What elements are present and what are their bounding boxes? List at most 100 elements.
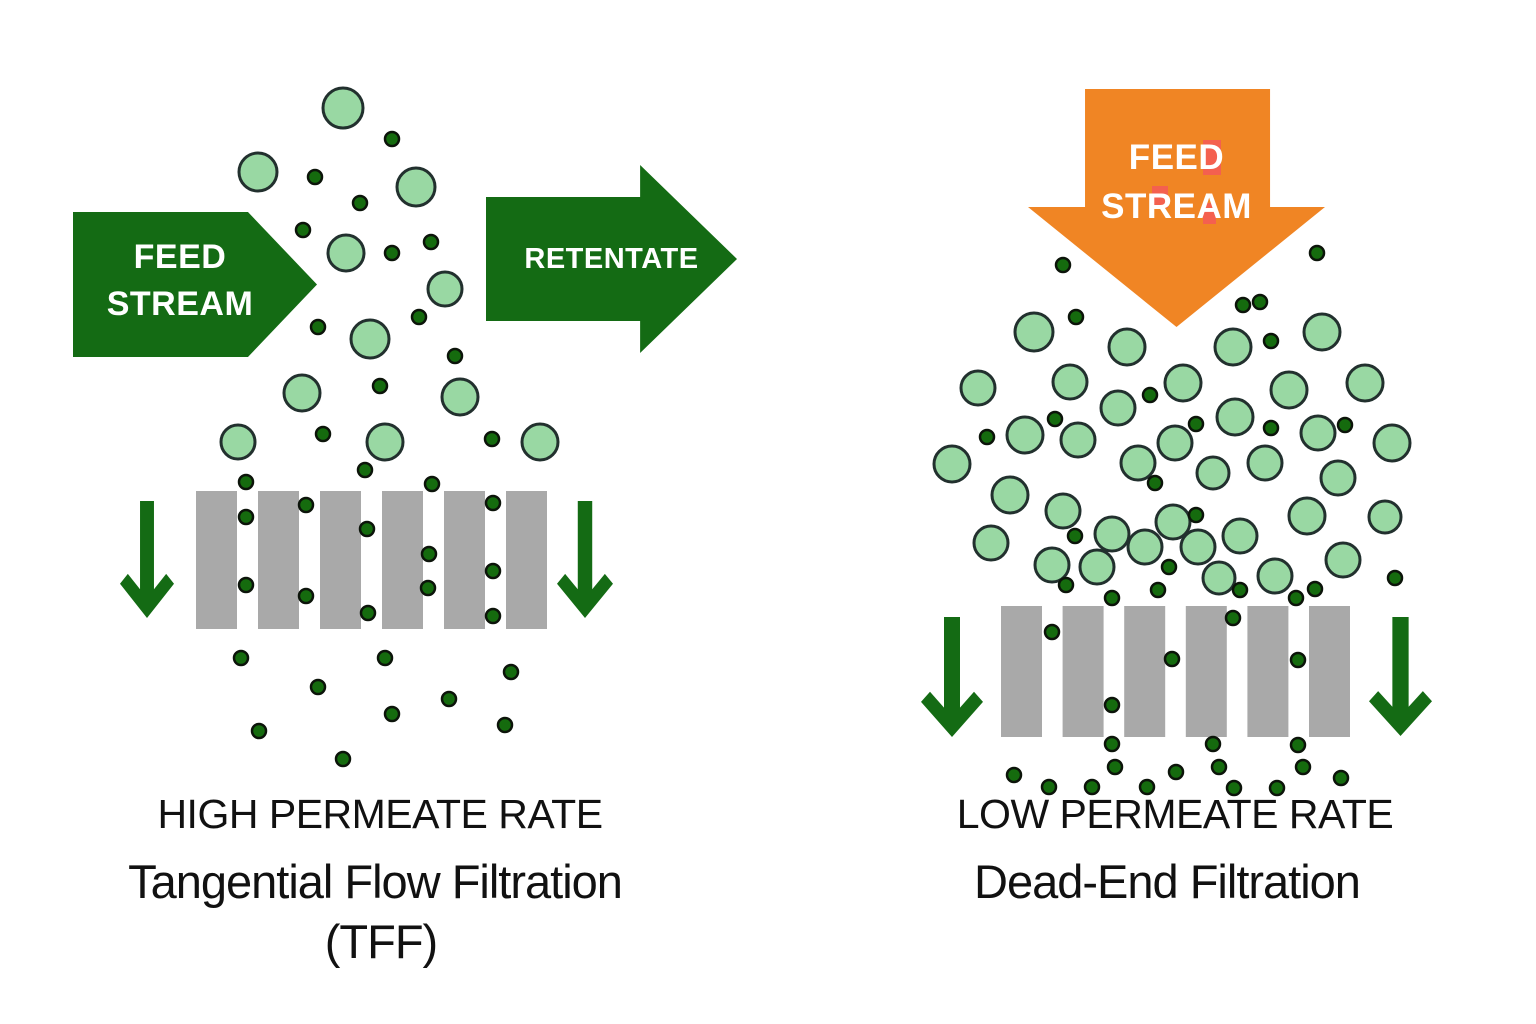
particle-small	[237, 508, 255, 526]
particle-small	[1262, 332, 1280, 350]
tff-title: Tangential Flow Filtration	[128, 855, 623, 908]
particle-small	[1167, 763, 1185, 781]
stream-line: STREAM	[106, 285, 254, 323]
particle-large	[349, 318, 391, 360]
permeate-flow-arrow	[1369, 617, 1432, 736]
particle-small	[1057, 576, 1075, 594]
letter: M	[1222, 187, 1252, 226]
particle-small	[309, 318, 327, 336]
letter: T	[1124, 187, 1147, 226]
particle-large	[326, 233, 366, 273]
particle-small	[1289, 651, 1307, 669]
particle-small	[1386, 569, 1404, 587]
dead-end-title: Dead-End Filtration	[974, 855, 1361, 908]
particle-small	[356, 461, 374, 479]
particle-small	[1262, 419, 1280, 437]
particle-small	[1103, 696, 1121, 714]
permeate-flow-arrow	[557, 501, 613, 618]
particle-large	[1367, 499, 1403, 535]
particle-small	[422, 233, 440, 251]
particle-large	[395, 166, 437, 208]
particle-large	[219, 423, 257, 461]
particle-small	[334, 750, 352, 768]
particle-large	[972, 524, 1010, 562]
particle-small	[383, 244, 401, 262]
membrane-bar	[382, 491, 423, 629]
particle-small	[1268, 779, 1286, 797]
letter: E	[1150, 138, 1175, 177]
membrane-bar	[1247, 606, 1289, 737]
particle-small	[294, 221, 312, 239]
particle-small	[446, 347, 464, 365]
feed-line: FEED	[133, 238, 227, 276]
particle-small	[383, 705, 401, 723]
particle-small	[250, 722, 268, 740]
particle-small	[1231, 581, 1249, 599]
letter: F	[1128, 138, 1151, 177]
particle-large	[959, 369, 997, 407]
stream-line-right: STREAM	[1028, 182, 1325, 231]
particle-large	[426, 270, 464, 308]
particle-small	[297, 496, 315, 514]
particle-small	[359, 604, 377, 622]
particle-small	[297, 587, 315, 605]
membrane-bar	[196, 491, 237, 629]
particle-small	[1289, 736, 1307, 754]
particle-large	[1345, 363, 1385, 403]
particle-small	[1106, 758, 1124, 776]
particle-small	[1066, 527, 1084, 545]
particle-small	[1306, 580, 1324, 598]
particle-small	[1308, 244, 1326, 262]
membrane-bar	[1001, 606, 1042, 737]
letter: R	[1147, 182, 1173, 231]
particle-small	[232, 649, 250, 667]
particle-large	[1126, 528, 1164, 566]
particle-small	[484, 607, 502, 625]
feed-stream-label-right: FEED STREAM	[1028, 133, 1325, 231]
particle-small	[1287, 589, 1305, 607]
particle-large	[1302, 312, 1342, 352]
particle-small	[309, 678, 327, 696]
particle-large	[1287, 496, 1327, 536]
particle-small	[1103, 735, 1121, 753]
particle-small	[1046, 410, 1064, 428]
particle-large	[1107, 327, 1147, 367]
particle-small	[1224, 609, 1242, 627]
particle-small	[423, 475, 441, 493]
particle-large	[520, 422, 560, 462]
particle-large	[1163, 363, 1203, 403]
letter: S	[1101, 187, 1125, 226]
particle-small	[1149, 581, 1167, 599]
membrane-bar	[1124, 606, 1166, 737]
particle-small	[1332, 769, 1350, 787]
particle-large	[1246, 444, 1284, 482]
particle-large	[365, 422, 405, 462]
particle-large	[1051, 363, 1089, 401]
particle-small	[1336, 416, 1354, 434]
particle-small	[1138, 778, 1156, 796]
low-permeate-rate-label: LOW PERMEATE RATE	[956, 791, 1394, 837]
particle-small	[1163, 650, 1181, 668]
particle-small	[419, 579, 437, 597]
particle-large	[1078, 548, 1116, 586]
letter: E	[1174, 138, 1199, 177]
particle-small	[484, 562, 502, 580]
particle-large	[1195, 455, 1231, 491]
particle-small	[351, 194, 369, 212]
particle-large	[1119, 444, 1157, 482]
particle-small	[237, 473, 255, 491]
particle-small	[1225, 779, 1243, 797]
particle-large	[440, 377, 480, 417]
letter: D	[1198, 133, 1224, 182]
particle-small	[1005, 766, 1023, 784]
particle-small	[376, 649, 394, 667]
particle-large	[932, 444, 972, 484]
particle-large	[1215, 397, 1255, 437]
tff-abbreviation: (TFF)	[324, 915, 438, 968]
particle-large	[1059, 421, 1097, 459]
particle-small	[1187, 506, 1205, 524]
particle-small	[410, 308, 428, 326]
particle-large	[321, 86, 365, 130]
